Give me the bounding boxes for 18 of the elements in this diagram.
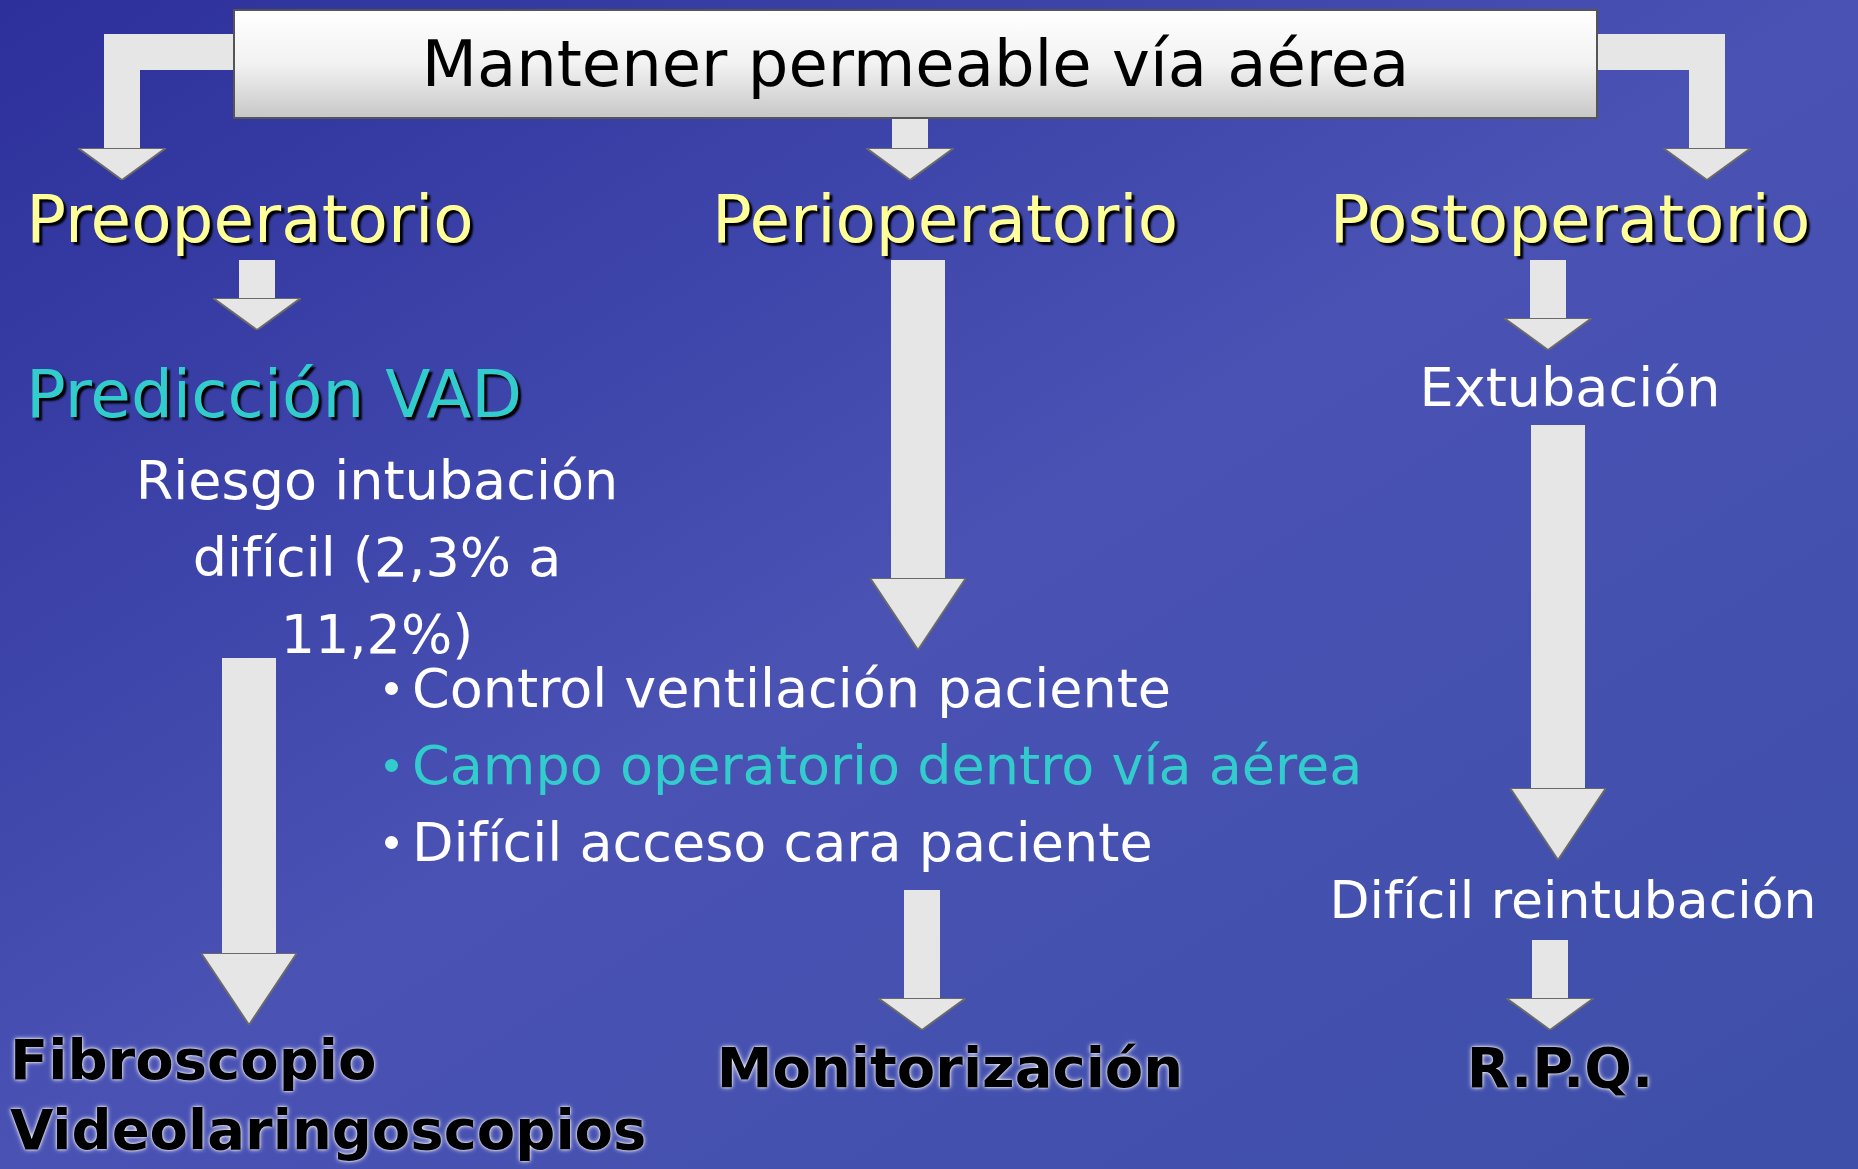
block-arrow — [200, 658, 298, 1026]
block-arrow — [1505, 940, 1595, 1031]
block-arrow — [869, 260, 967, 651]
block-arrow — [1509, 425, 1607, 861]
block-arrow — [877, 890, 967, 1031]
title-box — [233, 9, 1598, 119]
block-arrow — [212, 260, 302, 331]
outcome-label: Videolaringoscopios — [10, 1096, 648, 1164]
step-label: Difícil reintubación — [1329, 874, 1817, 926]
heading: Predicción VAD — [26, 362, 523, 428]
block-arrow — [865, 119, 955, 181]
bullet-text: Campo operatorio dentro vía aérea — [412, 738, 1363, 793]
outcome-label: Monitorización — [716, 1039, 1184, 1096]
step-label: Extubación — [1419, 360, 1721, 415]
block-arrow — [1503, 260, 1593, 351]
bullet-text: Difícil acceso cara paciente — [412, 815, 1153, 870]
outcome-label: R.P.Q. — [1466, 1039, 1654, 1096]
outcome-label: Fibroscopio — [10, 1026, 378, 1094]
